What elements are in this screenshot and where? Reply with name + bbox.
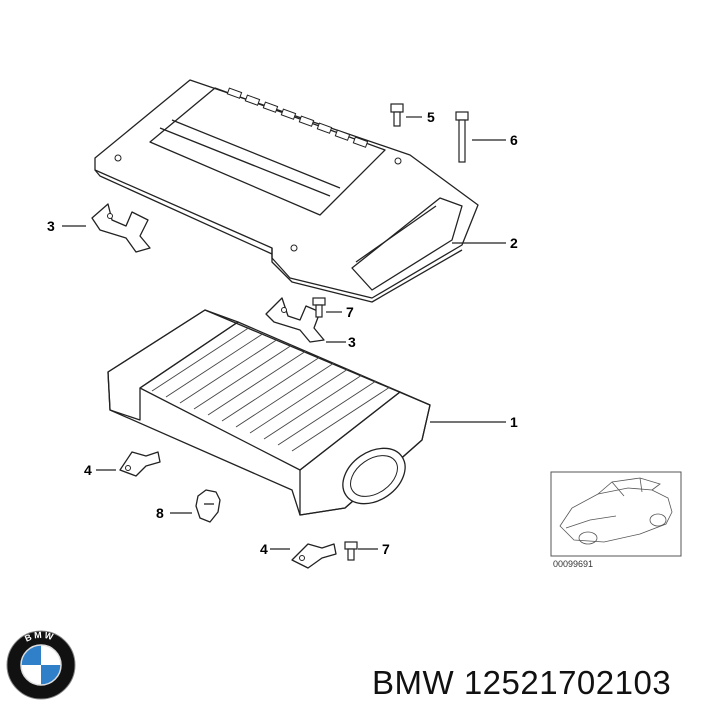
clip-part-4-left (119, 451, 161, 477)
vehicle-inset: 00099691 (550, 471, 682, 569)
leader-lines (62, 116, 506, 550)
callout-1: 1 (510, 414, 518, 430)
part-number-caption: BMW 12521702103 (372, 664, 672, 701)
bracket-part-3-middle (265, 297, 325, 343)
callout-5: 5 (427, 109, 435, 125)
inset-reference-number: 00099691 (553, 559, 593, 569)
car-silhouette-icon (559, 477, 673, 545)
screw-part-7-bottom (344, 541, 358, 561)
callout-4-left: 4 (84, 462, 92, 478)
bolt-part-6 (455, 111, 469, 163)
bmw-logo: BMW (6, 630, 76, 700)
callout-6: 6 (510, 132, 518, 148)
callout-3-top: 3 (47, 218, 55, 234)
bracket-part-3-top (91, 203, 151, 253)
screw-part-7-middle (312, 297, 326, 318)
clip-part-8 (195, 489, 221, 523)
logo-letters: BMW (23, 630, 54, 644)
bolt-part-5 (390, 103, 404, 127)
callout-8: 8 (156, 505, 164, 521)
clip-part-4-bottom (291, 543, 337, 569)
callout-3-middle: 3 (348, 334, 356, 350)
callout-2: 2 (510, 235, 518, 251)
callout-7-bottom: 7 (382, 541, 390, 557)
engine-cover-part (94, 79, 479, 303)
callout-7-middle: 7 (346, 304, 354, 320)
svg-text:BMW: BMW (23, 630, 56, 644)
intercooler-part (107, 309, 431, 516)
callout-4-bottom: 4 (260, 541, 268, 557)
